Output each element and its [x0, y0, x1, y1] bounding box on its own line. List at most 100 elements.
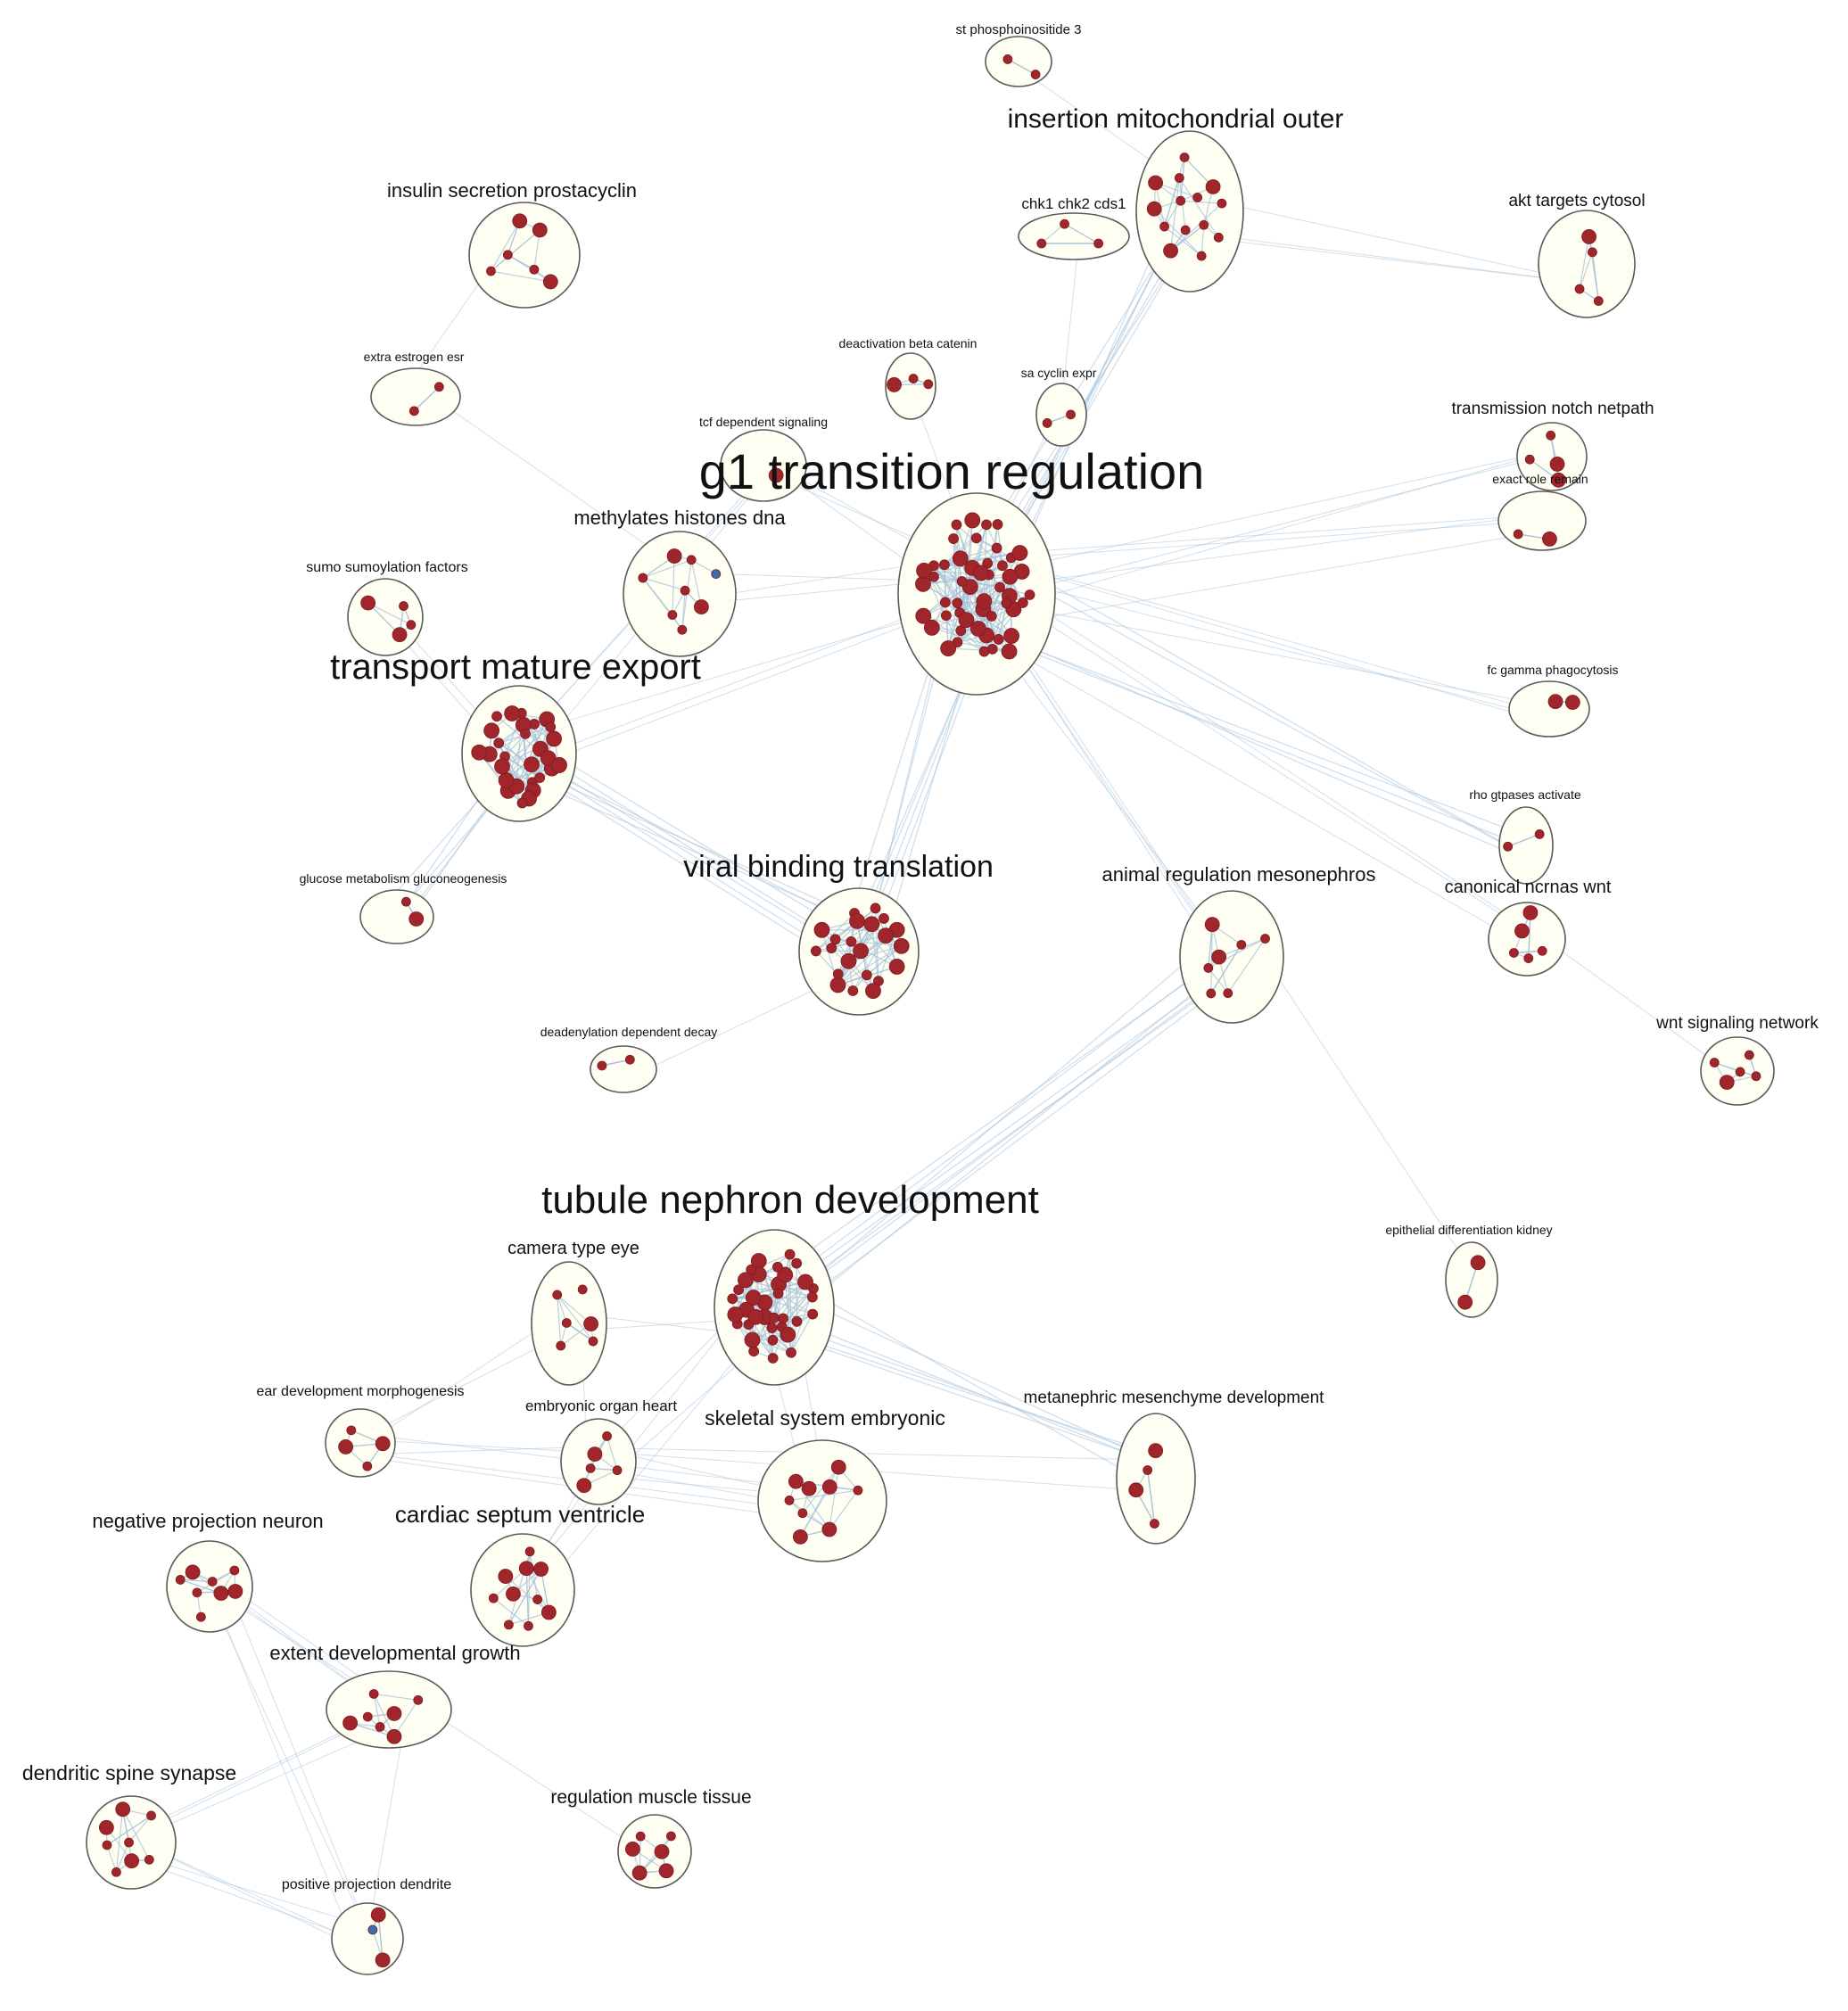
gene-node[interactable]	[493, 738, 505, 749]
gene-node[interactable]	[524, 1546, 535, 1557]
gene-node[interactable]	[1719, 1075, 1735, 1090]
gene-node[interactable]	[213, 1586, 229, 1601]
gene-node[interactable]	[491, 711, 502, 722]
cluster-boundary[interactable]	[325, 1408, 396, 1478]
cluster-boundary[interactable]	[1018, 212, 1130, 260]
gene-node[interactable]	[146, 1810, 156, 1821]
cluster-boundary[interactable]	[1538, 210, 1636, 318]
gene-node[interactable]	[1002, 568, 1019, 585]
gene-node[interactable]	[342, 1715, 359, 1731]
gene-node[interactable]	[386, 1728, 402, 1744]
gene-node[interactable]	[471, 744, 488, 761]
gene-node[interactable]	[1522, 905, 1539, 920]
gene-node[interactable]	[1503, 841, 1514, 852]
gene-node[interactable]	[587, 1446, 603, 1463]
cluster-ear-development-morphogenesis[interactable]	[325, 1408, 396, 1478]
gene-node[interactable]	[915, 575, 931, 592]
gene-node[interactable]	[532, 1595, 543, 1604]
cluster-chk1-chk2-cds1[interactable]	[1018, 212, 1130, 260]
gene-node[interactable]	[1213, 232, 1224, 243]
gene-node[interactable]	[175, 1575, 186, 1585]
gene-node[interactable]	[546, 730, 562, 747]
gene-node[interactable]	[766, 1323, 778, 1333]
gene-node[interactable]	[1546, 430, 1556, 441]
gene-node[interactable]	[826, 943, 837, 954]
gene-node[interactable]	[976, 593, 993, 610]
gene-node[interactable]	[1534, 829, 1545, 839]
gene-node[interactable]	[102, 1840, 112, 1850]
cluster-embryonic-organ-heart[interactable]	[560, 1418, 637, 1505]
gene-node[interactable]	[1150, 1519, 1159, 1529]
gene-node[interactable]	[767, 1334, 779, 1346]
gene-node[interactable]	[780, 1326, 796, 1343]
gene-node[interactable]	[784, 1249, 796, 1260]
cluster-boundary[interactable]	[359, 889, 434, 944]
gene-node[interactable]	[792, 1529, 808, 1545]
cluster-regulation-muscle-tissue[interactable]	[617, 1814, 692, 1889]
gene-node[interactable]	[777, 1266, 794, 1283]
gene-node[interactable]	[991, 542, 1002, 554]
gene-node[interactable]	[952, 598, 963, 609]
gene-node[interactable]	[666, 548, 682, 564]
gene-node[interactable]	[667, 610, 678, 620]
gene-node[interactable]	[597, 1060, 607, 1071]
gene-node[interactable]	[969, 621, 986, 637]
gene-node[interactable]	[840, 952, 857, 969]
gene-node[interactable]	[1588, 247, 1597, 258]
cluster-boundary[interactable]	[1488, 902, 1566, 977]
cluster-boundary[interactable]	[1179, 890, 1284, 1024]
gene-node[interactable]	[1066, 409, 1076, 420]
gene-node[interactable]	[561, 1318, 572, 1328]
gene-node[interactable]	[362, 1461, 373, 1471]
gene-node[interactable]	[506, 1586, 521, 1602]
gene-node[interactable]	[1206, 988, 1217, 999]
gene-node[interactable]	[982, 557, 994, 569]
cluster-rho-gtpases-activate[interactable]	[1498, 806, 1554, 885]
gene-node[interactable]	[1236, 939, 1247, 950]
cluster-extra-estrogen-esr[interactable]	[370, 367, 461, 426]
cluster-boundary[interactable]	[1135, 130, 1244, 293]
gene-node[interactable]	[494, 758, 510, 775]
gene-node[interactable]	[406, 620, 417, 630]
gene-node[interactable]	[1001, 643, 1018, 660]
gene-node[interactable]	[1735, 1067, 1745, 1077]
cluster-negative-projection-neuron[interactable]	[166, 1540, 253, 1633]
gene-node[interactable]	[338, 1438, 354, 1455]
gene-node[interactable]	[727, 1306, 744, 1323]
gene-node[interactable]	[955, 625, 967, 637]
cluster-epithelial-differentiation-kidney[interactable]	[1445, 1241, 1498, 1318]
gene-node[interactable]	[486, 266, 496, 276]
gene-node[interactable]	[1146, 201, 1162, 217]
gene-node[interactable]	[778, 1313, 788, 1324]
gene-node[interactable]	[806, 1291, 818, 1303]
gene-node[interactable]	[1549, 457, 1565, 472]
gene-node[interactable]	[98, 1819, 114, 1835]
gene-node[interactable]	[861, 969, 872, 981]
gene-node[interactable]	[545, 721, 557, 733]
gene-node[interactable]	[727, 1293, 738, 1305]
gene-node[interactable]	[887, 377, 902, 392]
gene-node[interactable]	[625, 1842, 640, 1857]
gene-node[interactable]	[768, 467, 784, 483]
gene-node[interactable]	[556, 1340, 566, 1351]
cluster-wnt-signaling-network[interactable]	[1700, 1036, 1775, 1106]
gene-node[interactable]	[878, 927, 894, 944]
cluster-dendritic-spine-synapse[interactable]	[86, 1795, 177, 1890]
gene-node[interactable]	[1176, 195, 1186, 206]
gene-node[interactable]	[1060, 218, 1069, 229]
gene-node[interactable]	[1514, 923, 1530, 939]
cluster-animal-regulation-mesonephros[interactable]	[1179, 890, 1284, 1024]
cluster-boundary[interactable]	[370, 367, 461, 426]
gene-node[interactable]	[733, 1284, 744, 1296]
cluster-insulin-secretion-prostacyclin[interactable]	[468, 202, 581, 309]
cluster-transmission-notch-netpath[interactable]	[1516, 422, 1588, 491]
gene-node[interactable]	[767, 1353, 779, 1364]
cluster-positive-projection-dendrite[interactable]	[331, 1902, 404, 1975]
gene-node[interactable]	[772, 1288, 784, 1299]
gene-node[interactable]	[810, 945, 821, 957]
cluster-boundary[interactable]	[623, 531, 737, 657]
gene-node[interactable]	[583, 1316, 598, 1331]
gene-node[interactable]	[612, 1465, 623, 1476]
gene-node[interactable]	[830, 1459, 846, 1475]
cluster-boundary[interactable]	[885, 352, 936, 420]
